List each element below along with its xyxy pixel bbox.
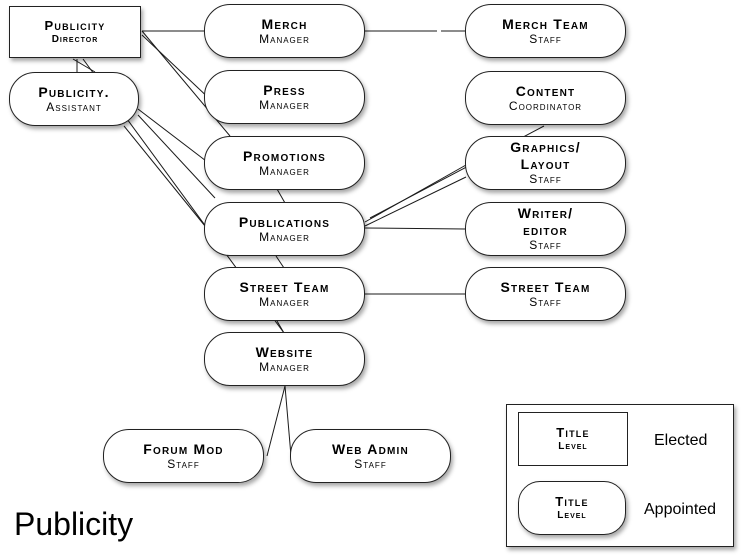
legend-appointed-shape: Title Level xyxy=(518,481,626,535)
link-assistant-publications-2 xyxy=(123,125,206,227)
node-title: Graphics/ Layout xyxy=(510,139,581,172)
node-content-coordinator: Content Coordinator xyxy=(465,71,626,125)
node-title: Publicity xyxy=(44,18,106,34)
legend-title: Title xyxy=(556,425,590,441)
node-promotions-manager: Promotions Manager xyxy=(204,136,365,190)
node-title: Web Admin xyxy=(332,440,409,457)
node-merch-team-staff: Merch Team Staff xyxy=(465,4,626,58)
node-level: Manager xyxy=(259,164,310,179)
node-level: Staff xyxy=(529,295,562,310)
link-promotions-publications xyxy=(276,188,286,204)
node-street-team-staff: Street Team Staff xyxy=(465,267,626,321)
node-level: Assistant xyxy=(46,100,102,115)
node-forum-mod-staff: Forum Mod Staff xyxy=(103,429,264,483)
node-title: Merch xyxy=(261,15,308,32)
node-level: Manager xyxy=(259,295,310,310)
node-title: Publications xyxy=(238,213,331,230)
node-publicity-director: Publicity Director xyxy=(9,6,141,58)
legend-appointed-caption: Appointed xyxy=(644,501,717,518)
node-title: Writer/ editor xyxy=(517,205,574,238)
legend-box: Title Level Elected Title Level Appointe… xyxy=(506,404,734,547)
node-level: Staff xyxy=(529,238,562,253)
link-director-assistant-2 xyxy=(72,58,96,73)
link-publications-writer xyxy=(364,227,466,230)
link-assistant-promotions xyxy=(137,108,211,165)
legend-level: Level xyxy=(558,440,588,452)
legend-title: Title xyxy=(555,494,589,510)
node-press-manager: Press Manager xyxy=(204,70,365,124)
node-publicity-assistant: Publicity. Assistant xyxy=(9,72,139,126)
node-title: Merch Team xyxy=(502,15,589,32)
node-title: Press xyxy=(263,81,306,98)
node-level: Staff xyxy=(529,172,562,187)
link-website-web-admin xyxy=(284,385,292,457)
node-title: Website xyxy=(255,343,314,360)
node-level: Manager xyxy=(259,360,310,375)
node-street-team-manager: Street Team Manager xyxy=(204,267,365,321)
node-level: Manager xyxy=(259,230,310,245)
node-level: Staff xyxy=(529,32,562,47)
node-title: Street Team xyxy=(500,278,591,295)
link-publications-graphics-2 xyxy=(364,176,467,227)
node-publications-manager: Publications Manager xyxy=(204,202,365,256)
node-level: Manager xyxy=(259,98,310,113)
legend-elected-shape: Title Level xyxy=(518,412,628,466)
node-graphics-layout-staff: Graphics/ Layout Staff xyxy=(465,136,626,190)
node-website-manager: Website Manager xyxy=(204,332,365,386)
legend-elected-caption: Elected xyxy=(654,432,708,449)
link-street-team-website xyxy=(276,320,285,334)
link-publications-street-team xyxy=(275,255,285,269)
node-title: Street Team xyxy=(239,278,330,295)
page-title: Publicity xyxy=(14,506,134,542)
link-director-publications xyxy=(141,34,215,104)
node-level: Coordinator xyxy=(508,99,583,114)
node-level: Staff xyxy=(354,457,387,472)
node-title: Content xyxy=(515,82,576,99)
legend-level: Level xyxy=(557,509,587,521)
node-level: Manager xyxy=(259,32,310,47)
node-writer-editor-staff: Writer/ editor Staff xyxy=(465,202,626,256)
node-web-admin-staff: Web Admin Staff xyxy=(290,429,451,483)
link-website-forum-mod xyxy=(266,385,286,457)
node-title: Forum Mod xyxy=(143,440,224,457)
node-merch-manager: Merch Manager xyxy=(204,4,365,58)
node-level: Staff xyxy=(167,457,200,472)
link-assistant-publications xyxy=(137,114,216,199)
node-title: Promotions xyxy=(242,147,326,164)
node-level: Director xyxy=(51,33,99,45)
node-title: Publicity. xyxy=(38,83,110,100)
